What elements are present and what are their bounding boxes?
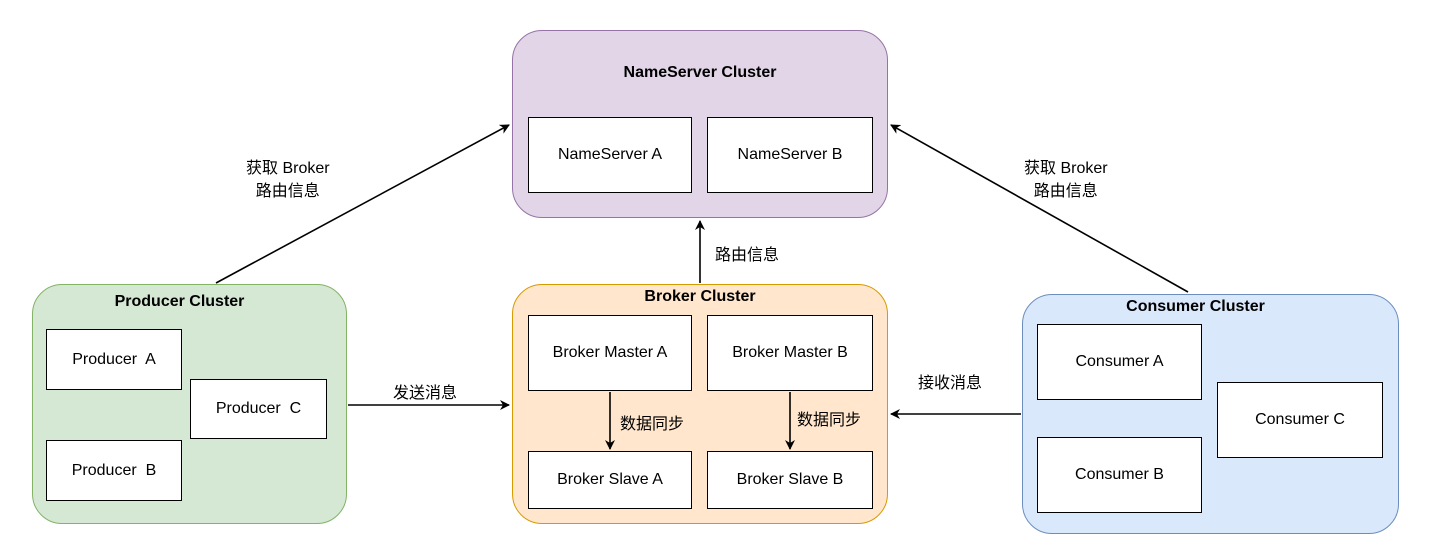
arrow-consumer-to-nameserver bbox=[890, 124, 1189, 293]
broker-slave-b[interactable]: Broker Slave B bbox=[707, 451, 873, 509]
consumer-cluster-title: Consumer Cluster bbox=[1126, 298, 1265, 315]
broker-slave-a[interactable]: Broker Slave A bbox=[528, 451, 692, 509]
label-consumer-get-routing-line2: 路由信息 bbox=[1033, 183, 1098, 200]
nameserver-b[interactable]: NameServer B bbox=[707, 117, 873, 193]
label-broker-routing: 路由信息 bbox=[715, 247, 780, 264]
consumer-c[interactable]: Consumer C bbox=[1217, 382, 1383, 458]
consumer-a[interactable]: Consumer A bbox=[1037, 324, 1202, 400]
nameserver-cluster-title: NameServer Cluster bbox=[623, 64, 777, 81]
broker-master-b[interactable]: Broker Master B bbox=[707, 315, 873, 391]
consumer-b[interactable]: Consumer B bbox=[1037, 437, 1202, 513]
label-producer-get-routing-line1: 获取 Broker bbox=[246, 160, 330, 177]
label-producer-get-routing: 获取 Broker 路由信息 bbox=[246, 157, 330, 203]
label-data-sync-a: 数据同步 bbox=[620, 416, 685, 433]
label-producer-get-routing-line2: 路由信息 bbox=[255, 183, 320, 200]
nameserver-a[interactable]: NameServer A bbox=[528, 117, 692, 193]
producer-c[interactable]: Producer C bbox=[190, 379, 327, 439]
label-data-sync-b: 数据同步 bbox=[797, 412, 862, 429]
broker-master-a[interactable]: Broker Master A bbox=[528, 315, 692, 391]
label-consumer-get-routing: 获取 Broker 路由信息 bbox=[1024, 157, 1108, 203]
arrow-producer-to-nameserver bbox=[215, 124, 510, 284]
producer-a[interactable]: Producer A bbox=[46, 329, 182, 390]
label-receive-message: 接收消息 bbox=[918, 375, 983, 392]
producer-cluster-title: Producer Cluster bbox=[114, 293, 245, 310]
label-consumer-get-routing-line1: 获取 Broker bbox=[1024, 160, 1108, 177]
producer-b[interactable]: Producer B bbox=[46, 440, 182, 501]
label-send-message: 发送消息 bbox=[393, 385, 458, 402]
broker-cluster-title: Broker Cluster bbox=[644, 288, 756, 305]
